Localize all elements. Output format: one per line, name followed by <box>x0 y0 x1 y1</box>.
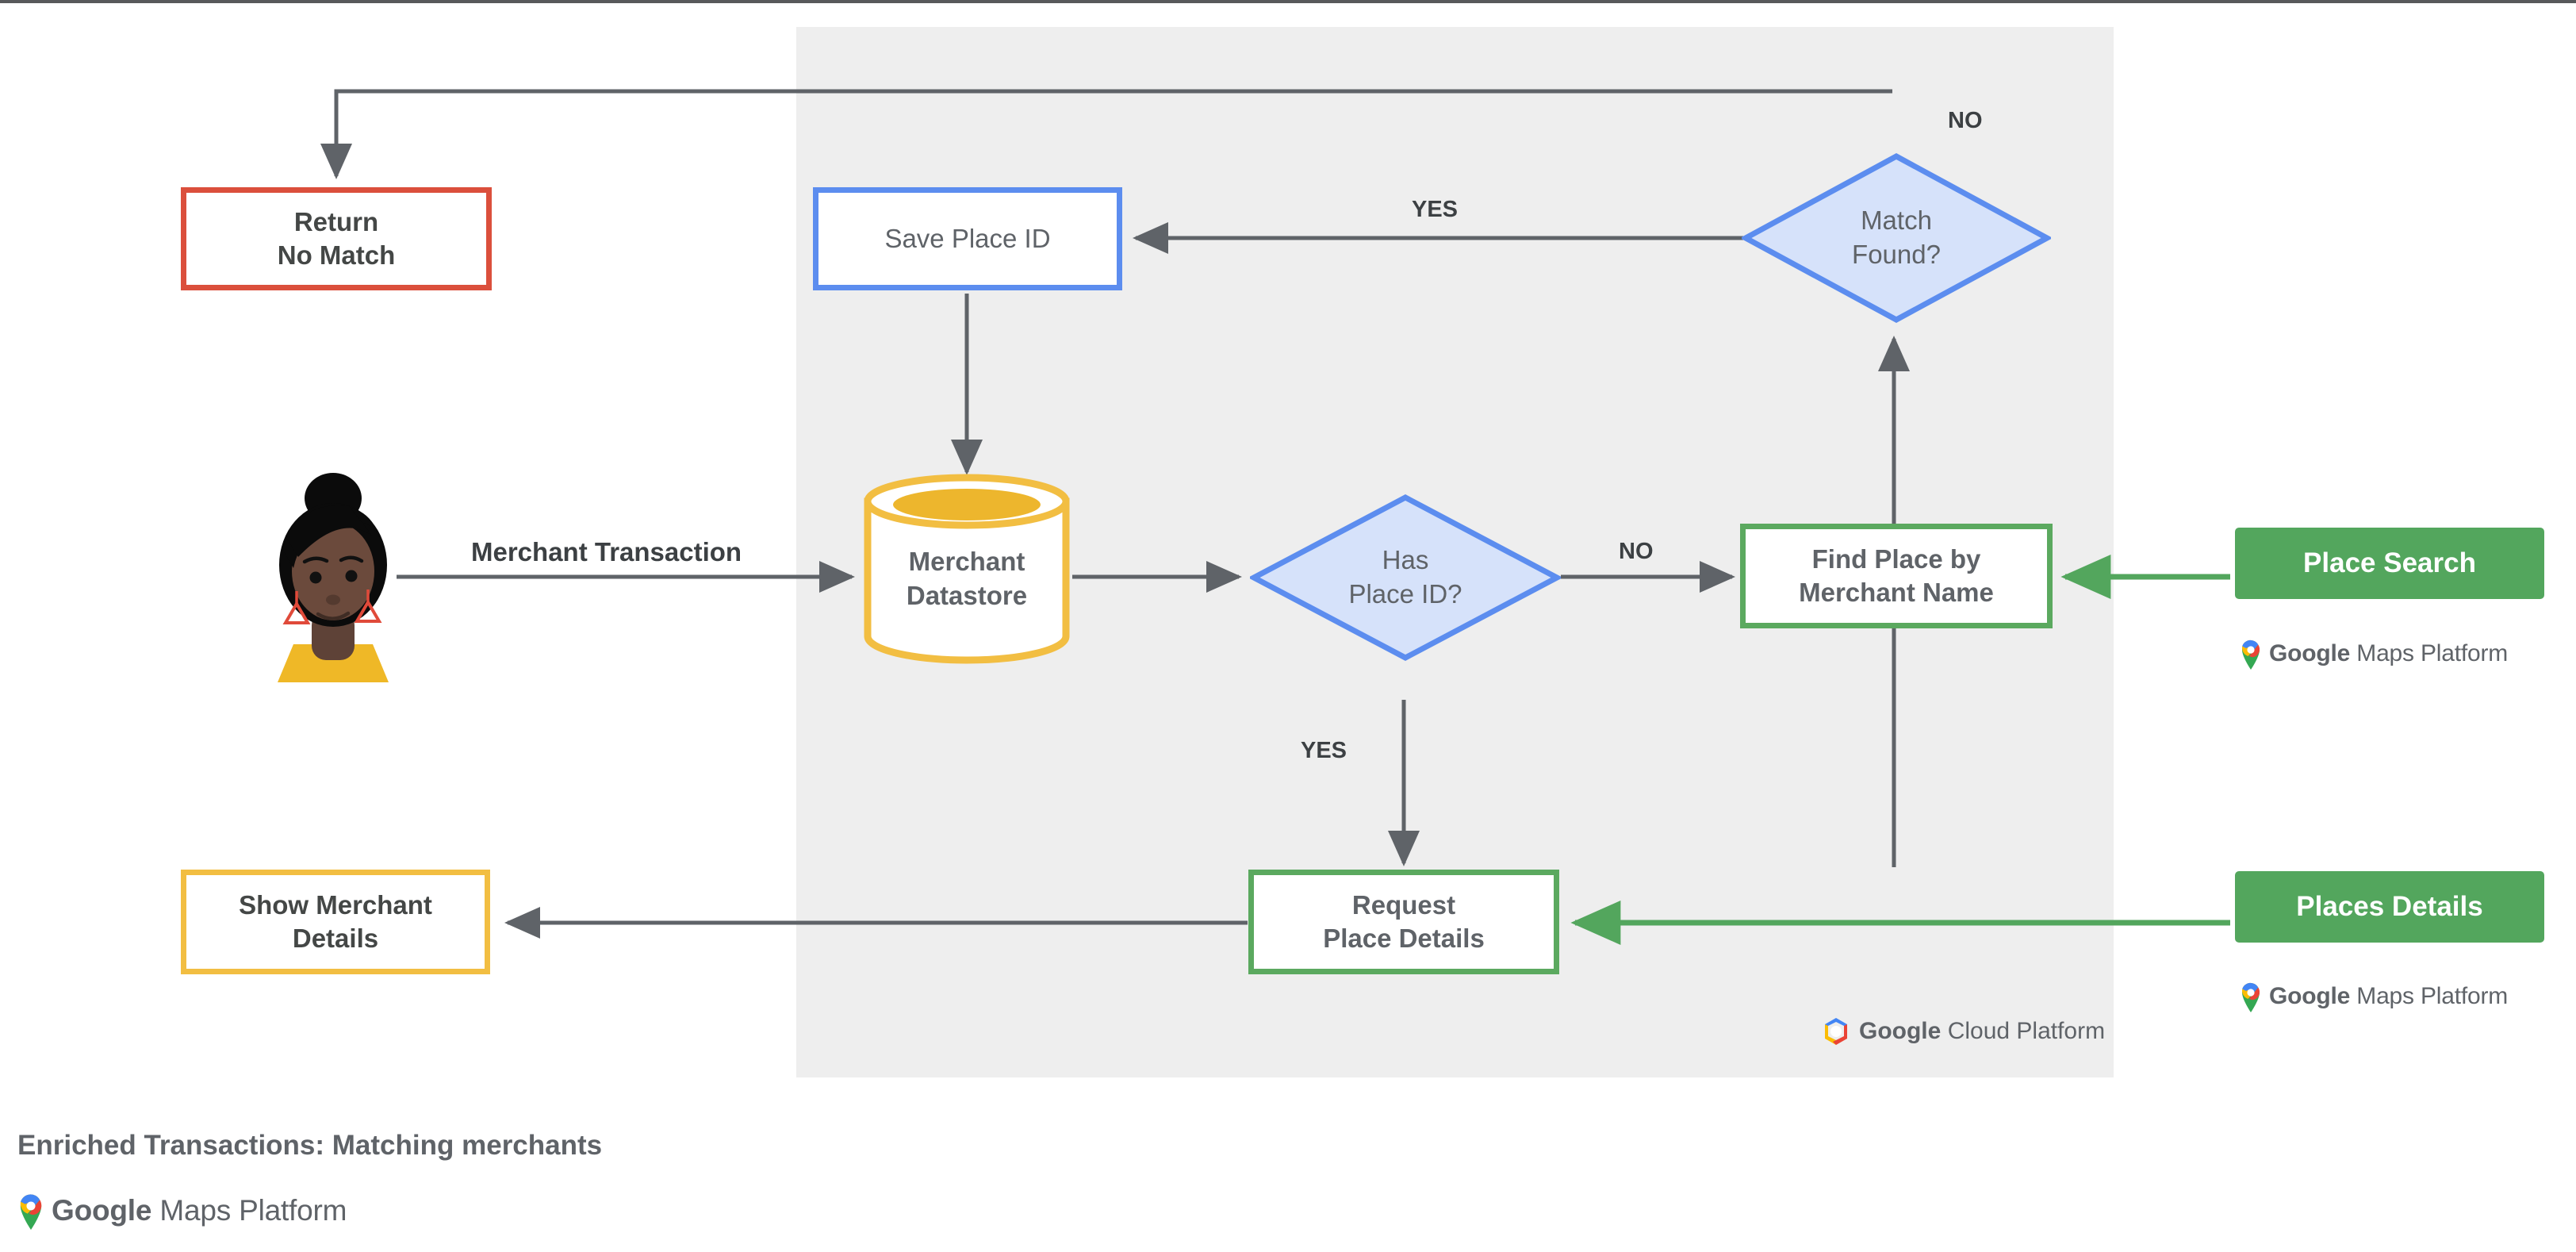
places-details-gmp-logo: Google Maps Platform <box>2240 981 2508 1012</box>
edge-label-match-found-no: NO <box>1948 108 1983 133</box>
node-save-place-id[interactable]: Save Place ID <box>813 187 1122 290</box>
node-request-place-details-line2: Place Details <box>1323 924 1485 953</box>
node-match-found-line2: Found? <box>1852 240 1941 269</box>
google-maps-pin-icon <box>2242 639 2260 670</box>
node-return-no-match-line1: Return <box>293 206 379 236</box>
merchant-customer-avatar <box>262 460 404 682</box>
node-has-place-id-line2: Place ID? <box>1348 579 1462 609</box>
gcp-brand: Google <box>1859 1018 1942 1044</box>
gmp-brand-2: Google <box>2269 983 2351 1009</box>
top-rule <box>0 0 2576 3</box>
node-find-place-line1: Find Place by <box>1811 543 1981 574</box>
node-return-no-match-line2: No Match <box>277 240 396 270</box>
gmp-product-1: Maps Platform <box>2356 640 2509 666</box>
google-maps-pin-icon <box>2242 982 2260 1012</box>
node-match-found-line1: Match <box>1861 205 1932 236</box>
node-find-place-by-merchant-name[interactable]: Find Place by Merchant Name <box>1740 524 2053 628</box>
node-match-found[interactable]: Match Found? <box>1742 152 2051 324</box>
node-place-search-api[interactable]: Place Search <box>2235 528 2544 599</box>
node-merchant-datastore-line2: Datastore <box>906 581 1028 610</box>
edge-label-match-found-yes: YES <box>1412 197 1459 222</box>
node-request-place-details-line1: Request <box>1351 889 1456 920</box>
node-request-place-details[interactable]: Request Place Details <box>1248 870 1559 974</box>
place-search-gmp-logo: Google Maps Platform <box>2240 638 2508 670</box>
node-show-merchant-details[interactable]: Show Merchant Details <box>181 870 490 974</box>
edge-label-merchant-transaction: Merchant Transaction <box>471 537 742 566</box>
node-places-details-api[interactable]: Places Details <box>2235 871 2544 943</box>
node-save-place-id-label: Save Place ID <box>884 223 1051 253</box>
node-places-details-label: Places Details <box>2296 890 2483 922</box>
gmp-product-2: Maps Platform <box>2356 983 2509 1009</box>
node-find-place-line2: Merchant Name <box>1799 578 1994 607</box>
node-return-no-match[interactable]: Return No Match <box>181 187 492 290</box>
gcp-hexagon-icon <box>1825 1018 1847 1045</box>
node-show-merchant-details-line1: Show Merchant <box>239 889 432 920</box>
google-cloud-platform-logo: Google Cloud Platform <box>1821 1016 2105 1047</box>
google-maps-pin-icon <box>20 1194 42 1230</box>
node-show-merchant-details-line2: Details <box>292 924 379 953</box>
edge-label-has-place-id-no: NO <box>1619 539 1654 564</box>
node-has-place-id-line1: Has <box>1382 545 1429 575</box>
gmp-brand-1: Google <box>2269 640 2351 666</box>
caption-gmp-logo: Google Maps Platform <box>17 1192 347 1230</box>
page-title: Enriched Transactions: Matching merchant… <box>17 1130 603 1161</box>
node-merchant-datastore-line1: Merchant <box>908 547 1025 577</box>
caption-gmp-brand: Google <box>52 1194 152 1227</box>
gcp-product: Cloud Platform <box>1947 1018 2106 1044</box>
caption-gmp-product: Maps Platform <box>159 1194 347 1227</box>
edge-label-has-place-id-yes: YES <box>1301 738 1347 763</box>
node-has-place-id[interactable]: Has Place ID? <box>1250 494 1561 662</box>
node-merchant-datastore[interactable]: Merchant Datastore <box>863 473 1071 665</box>
node-place-search-label: Place Search <box>2303 547 2476 578</box>
